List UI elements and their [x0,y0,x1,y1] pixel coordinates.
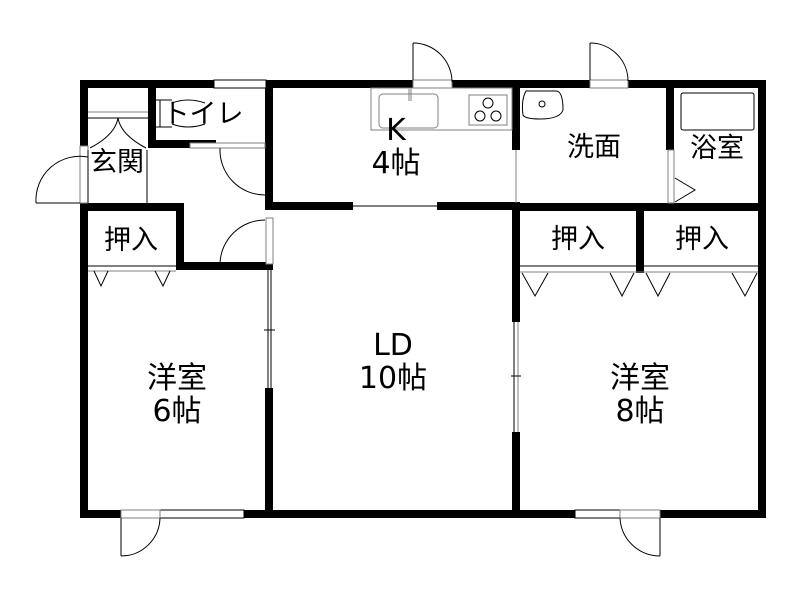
bathtub-icon [680,92,755,131]
sliding-doors [264,88,521,432]
door-swings [35,42,696,557]
room-name: 洋室 [610,361,670,396]
room-label-living-dining: LD 10帖 [359,329,427,395]
closet-doors [88,265,758,298]
room-name: 押入 [104,225,158,257]
stove-burners-icon [474,97,502,122]
room-size: 6帖 [152,394,202,429]
toilet-icon [156,99,206,128]
room-label-western-room-left: 洋室 6帖 [147,362,207,428]
room-name: 玄関 [90,147,144,179]
room-name: LD [373,328,413,363]
room-size: 10帖 [358,361,428,396]
kitchen-counter [370,87,513,131]
room-name: トイレ [162,99,244,131]
stove-icon [468,94,508,126]
kitchen-sink-icon [378,89,439,129]
room-name: K [386,113,406,148]
room-size: 4帖 [371,146,421,181]
room-label-western-room-right: 洋室 8帖 [610,362,670,428]
room-size: 8帖 [615,394,665,429]
room-name: 押入 [675,224,729,256]
room-name: 押入 [551,224,605,256]
room-label-toilet: トイレ [163,100,244,130]
room-label-bathroom: 浴室 [690,134,744,164]
wash-basin-icon [521,90,564,120]
room-name: 洋室 [147,361,207,396]
walls [80,80,766,518]
room-name: 浴室 [690,133,744,165]
room-label-washroom: 洗面 [567,133,621,163]
room-name: 洗面 [567,132,621,164]
windows [159,79,661,519]
room-label-entrance: 玄関 [90,148,144,178]
room-label-closet-right-2: 押入 [675,225,729,255]
room-label-closet-right-1: 押入 [551,225,605,255]
door-sills [79,79,675,519]
room-label-closet-left: 押入 [104,226,158,256]
room-label-kitchen: K 4帖 [371,114,420,180]
